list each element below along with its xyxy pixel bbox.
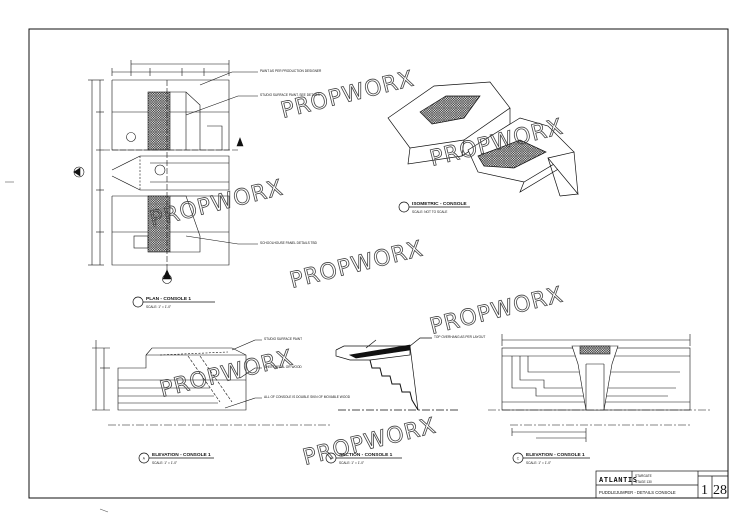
watermark-4: PROPWORX [287, 237, 426, 294]
isometric-title: ISOMETRIC - CONSOLE [412, 201, 467, 207]
elevation-a-view [92, 339, 330, 426]
section-b-title: SECTION - CONSOLE 1 [339, 452, 393, 458]
plan-scale: SCALE: 1" = 1'-0" [146, 305, 171, 309]
plan-title-block: PLAN - CONSOLE 1 SCALE: 1" = 1'-0" [132, 296, 215, 309]
margin-tick-bottom [99, 508, 109, 513]
plan-note-top: PAINT AS PER PRODUCTION DESIGNER [260, 69, 322, 73]
elev-a-title: ELEVATION - CONSOLE 1 [152, 452, 211, 458]
elev-c-scale: SCALE: 1" = 1'-0" [526, 461, 551, 465]
watermark-3: PROPWORX [147, 176, 286, 233]
drawing-number: 28 [713, 483, 727, 498]
drawing-name: PUDDLEJUMPER - DETAILS CONSOLE [599, 490, 676, 495]
elev-a-note-top: STUDIO SURFACE PAINT [264, 337, 302, 341]
section-b-title-block: B SECTION - CONSOLE 1 SCALE: 1" = 1'-0" [325, 452, 402, 465]
watermark-5: PROPWORX [427, 283, 566, 340]
elev-a-marker: A [143, 456, 146, 460]
elev-a-note-bottom: ALL OF CONSOLE IS DOUBLE SKIN OF MOVABLE… [264, 395, 351, 399]
elevation-a-title-block: A ELEVATION - CONSOLE 1 SCALE: 1" = 1'-0… [138, 452, 214, 465]
elevation-c-view [488, 334, 710, 442]
company-logo: ATLANTIS [599, 476, 638, 484]
plan-view [73, 60, 258, 284]
plan-title: PLAN - CONSOLE 1 [146, 296, 191, 302]
section-b-scale: SCALE: 1" = 1'-0" [339, 461, 364, 465]
watermark-7: PROPWORX [300, 414, 439, 471]
title-block [595, 470, 729, 499]
section-b-note: TOP OVERHANG AS PER LAYOUT [434, 335, 485, 339]
project-name: STARGATE [635, 474, 652, 478]
isometric-view [387, 81, 579, 197]
plan-note-bottom: SCHOOLHOUSE PANEL DETAILS TBD [260, 241, 318, 245]
project-location: STAGE 130 [635, 480, 652, 484]
sheet-number: 1 [701, 483, 708, 498]
section-b-view [335, 337, 458, 411]
sheet-border [28, 28, 729, 499]
section-b-marker: B [330, 456, 332, 460]
elev-c-title: ELEVATION - CONSOLE 1 [526, 452, 585, 458]
isometric-title-block: ISOMETRIC - CONSOLE SCALE: NOT TO SCALE [398, 201, 470, 214]
elev-a-note-mid: SHEETMETAL OR WOOD [264, 365, 302, 369]
elev-c-marker: C [517, 456, 520, 460]
plan-note-mid: STUDIO SURFACE PAINT, SEE DETAILS [260, 93, 320, 97]
elevation-c-title-block: C ELEVATION - CONSOLE 1 SCALE: 1" = 1'-0… [512, 452, 590, 465]
isometric-scale: SCALE: NOT TO SCALE [412, 210, 447, 214]
elev-a-scale: SCALE: 1" = 1'-0" [152, 461, 177, 465]
